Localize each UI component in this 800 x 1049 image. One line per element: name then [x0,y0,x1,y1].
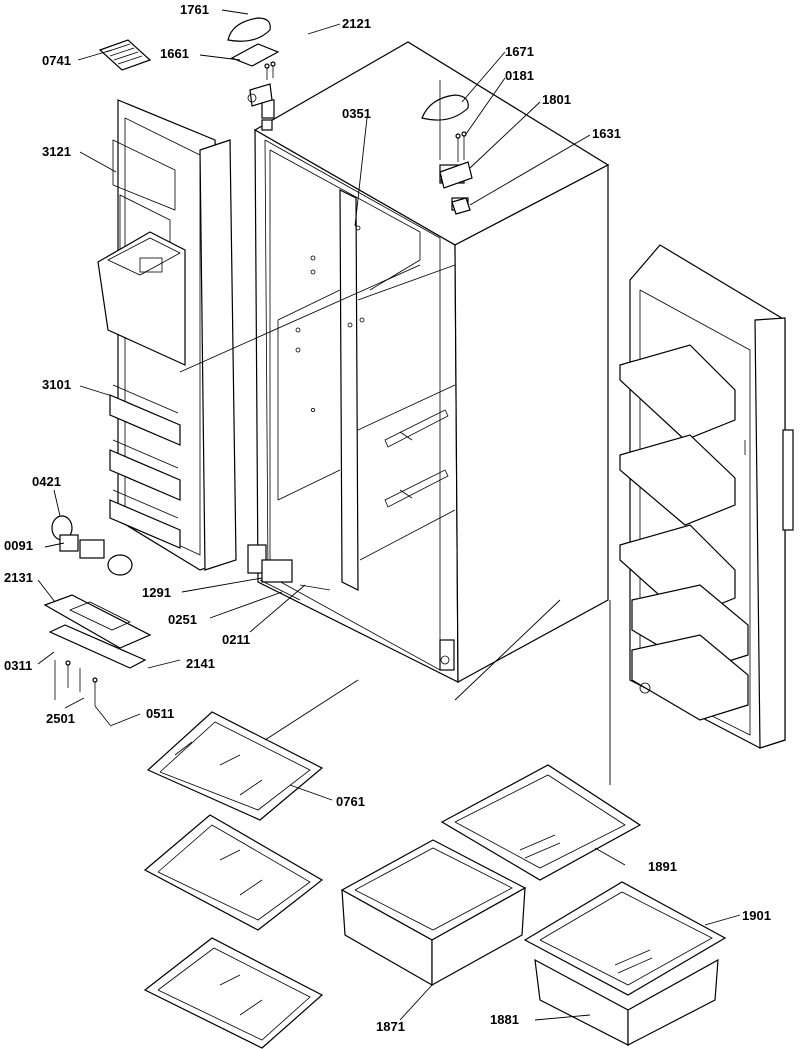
label-0511: 0511 [146,706,174,721]
glass-shelves [143,711,324,1049]
label-0421: 0421 [32,474,61,489]
label-3121: 3121 [42,144,71,159]
label-0211: 0211 [222,632,250,647]
label-1661: 1661 [160,46,189,61]
label-1761: 1761 [180,2,209,17]
label-2141: 2141 [186,656,215,671]
label-0351: 0351 [342,106,371,121]
label-0181: 0181 [505,68,534,83]
label-2501: 2501 [46,711,75,726]
label-1881: 1881 [490,1012,519,1027]
label-1801: 1801 [542,92,571,107]
label-2131: 2131 [4,570,33,585]
label-1891: 1891 [648,859,677,874]
label-1671: 1671 [505,44,534,59]
label-0311: 0311 [4,658,32,673]
label-1631: 1631 [592,126,621,141]
label-0741: 0741 [42,53,71,68]
crisper-drawers [340,764,727,1046]
freezer-door [97,99,237,571]
label-1291: 1291 [142,585,171,600]
label-0091: 0091 [4,538,33,553]
label-3101: 3101 [42,377,71,392]
light-and-cover-parts [43,515,152,726]
label-1871: 1871 [376,1019,405,1034]
label-2121: 2121 [342,16,371,31]
label-0761: 0761 [336,794,365,809]
leader-lines [37,9,741,1021]
cabinet [247,41,610,684]
label-1901: 1901 [742,908,771,923]
fresh-food-door [619,244,794,749]
top-hardware [98,17,473,215]
part-labels: 1761 2121 0741 1661 1671 0181 1801 0351 … [4,2,771,1034]
label-0251: 0251 [168,612,197,627]
